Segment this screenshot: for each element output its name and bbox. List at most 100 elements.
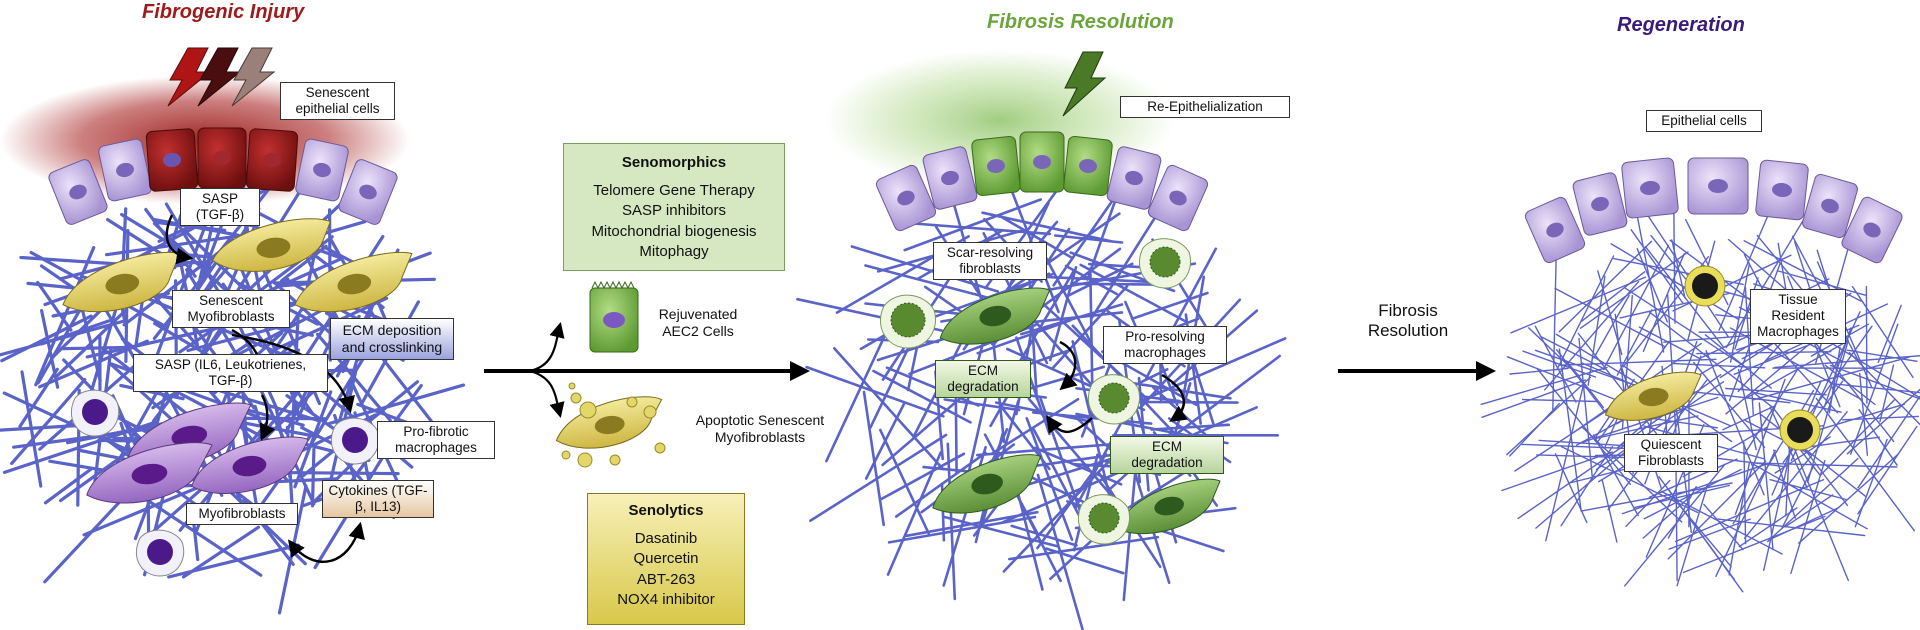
ecm-fiber <box>1705 350 1765 496</box>
ecm-fiber <box>1650 234 1693 288</box>
senomorphics-item: SASP inhibitors <box>622 202 726 220</box>
senomorphics-panel: Senomorphics Telomere Gene Therapy SASP … <box>563 143 785 271</box>
label-apoptotic-myofibroblasts: Apoptotic Senescent Myofibroblasts <box>695 412 825 445</box>
title-regeneration: Regeneration <box>1617 14 1745 36</box>
ecm-fiber <box>1815 397 1916 532</box>
ecm-fiber <box>1729 262 1751 363</box>
ecm-fiber <box>1849 323 1899 455</box>
ecm-fiber <box>1642 494 1693 539</box>
rejuvenated-aec2-cell <box>589 280 639 353</box>
title-fibrogenic-injury: Fibrogenic Injury <box>142 1 305 23</box>
ecm-fiber <box>1728 461 1751 576</box>
ecm-fiber <box>1593 294 1630 359</box>
ecm-fiber <box>880 452 966 501</box>
ecm-fiber <box>43 467 93 505</box>
ecm-fiber <box>1857 425 1918 515</box>
ecm-fiber <box>2 420 157 474</box>
ecm-fiber <box>1823 338 1920 399</box>
ecm-fiber <box>1857 395 1920 489</box>
ecm-fiber <box>1019 303 1124 336</box>
ecm-fiber <box>832 347 945 471</box>
ecm-fiber <box>1560 445 1699 514</box>
ecm-fiber <box>1508 402 1561 457</box>
scar-resolving-fibroblast-cells <box>932 287 1221 535</box>
ecm-fiber <box>1079 263 1188 324</box>
ecm-fiber <box>1122 380 1232 400</box>
ecm-fiber <box>872 369 972 424</box>
ecm-fiber <box>1682 515 1826 574</box>
ecm-fiber <box>1752 463 1868 530</box>
resolution-arrows <box>1046 340 1188 434</box>
ecm-fiber <box>1755 462 1898 468</box>
ecm-fiber <box>1851 286 1914 379</box>
profibrotic-macrophage-cells <box>70 389 380 577</box>
arrow <box>529 322 565 373</box>
ecm-fiber <box>10 378 87 465</box>
ecm-fiber <box>1054 234 1124 244</box>
ecm-fiber <box>34 246 96 387</box>
ecm-fiber <box>1051 284 1129 370</box>
ecm-fiber <box>1510 276 1647 334</box>
ecm-fiber <box>1578 337 1594 479</box>
label-fibrosis-resolution-transition: Fibrosis Resolution <box>1367 301 1449 341</box>
label-profibrotic-macrophages: Pro-fibrotic macrophages <box>377 421 495 460</box>
ecm-fiber <box>1625 479 1671 527</box>
ecm-fiber <box>1743 411 1848 539</box>
ecm-fiber <box>1642 252 1685 352</box>
ecm-fiber <box>1090 210 1160 320</box>
ecm-fiber <box>1043 253 1093 345</box>
ecm-fiber <box>1189 353 1216 428</box>
ecm-fiber <box>1668 518 1751 550</box>
lightning-bolt-icons <box>167 47 1107 117</box>
ecm-fiber <box>1848 351 1920 426</box>
ecm-fiber <box>36 280 73 332</box>
arrow <box>1161 373 1188 422</box>
ecm-fiber <box>1017 311 1124 325</box>
ecm-fiber <box>1481 379 1586 418</box>
label-ecm-degradation: ECM degradation <box>935 360 1031 399</box>
senolytics-item: Quercetin <box>633 550 699 568</box>
ecm-fiber <box>1790 440 1850 582</box>
ecm-fiber <box>1610 243 1740 321</box>
label-myofibroblasts: Myofibroblasts <box>186 503 298 526</box>
ecm-fiber <box>1074 410 1129 510</box>
ecm-fiber <box>1592 434 1639 517</box>
ecm-fiber <box>1521 398 1599 403</box>
label-cytokines: Cytokines (TGF-β, IL13) <box>322 480 434 519</box>
transition-arrows <box>484 322 1496 418</box>
arrow <box>1046 415 1093 434</box>
label-senescent-myofibroblasts: Senescent Myofibroblasts <box>172 290 290 329</box>
arrow <box>165 214 194 265</box>
ecm-fiber <box>1846 349 1918 362</box>
ecm-fiber <box>1001 407 1051 471</box>
ecm-fiber <box>946 442 957 601</box>
ecm-fiber <box>1823 327 1852 408</box>
label-ecm-degradation: ECM degradation <box>1110 436 1224 475</box>
label-quiescent-fibroblasts: Quiescent Fibroblasts <box>1624 434 1718 473</box>
ecm-fiber <box>1621 462 1771 515</box>
ecm-fiber <box>1846 388 1920 455</box>
ecm-fiber <box>39 309 60 389</box>
arrow <box>260 394 276 442</box>
ecm-fiber <box>1858 372 1869 456</box>
myofibroblast-cells <box>86 402 310 504</box>
ecm-fiber <box>1756 234 1809 297</box>
ecm-fiber <box>1555 349 1607 414</box>
ecm-fiber <box>280 244 328 283</box>
ecm-fiber <box>862 390 886 527</box>
ecm-fiber <box>1725 216 1806 349</box>
label-ecm-deposition: ECM deposition and crosslinking <box>330 318 454 360</box>
quiescent-fibroblast-cell <box>1604 371 1702 421</box>
ecm-fiber <box>1501 451 1613 492</box>
ecm-fiber <box>1858 408 1898 466</box>
ecm-fiber <box>1601 479 1618 543</box>
ecm-fiber <box>1752 356 1910 401</box>
label-reepithelialization: Re-Epithelialization <box>1120 96 1290 119</box>
ecm-fiber <box>878 428 930 535</box>
ecm-fiber <box>1877 304 1902 363</box>
ecm-fiber <box>167 543 300 579</box>
label-epithelial-cells: Epithelial cells <box>1646 110 1762 133</box>
senolytics-heading: Senolytics <box>628 502 704 519</box>
ecm-fiber <box>82 484 202 537</box>
